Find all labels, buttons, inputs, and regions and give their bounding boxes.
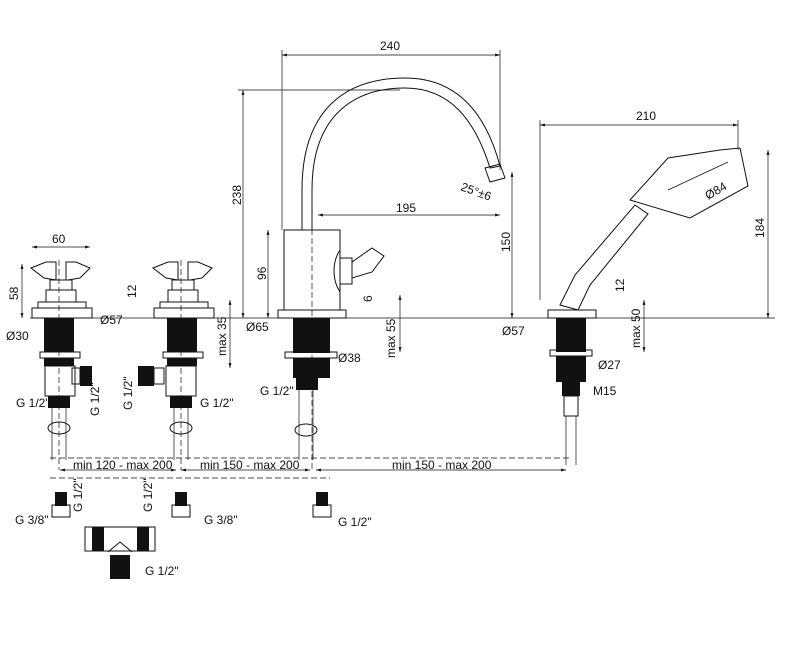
dim-spout-inlet: G 1/2" [260, 384, 294, 398]
dim-handle-height: 58 [7, 286, 21, 300]
tee-connector [51, 492, 332, 579]
dim-spacing-2: min 150 - max 200 [200, 458, 300, 472]
dim-shower-shank-dia: Ø27 [598, 358, 621, 372]
dim-spacing-3: min 150 - max 200 [392, 458, 492, 472]
dim-spout-outlet-height: 150 [499, 232, 513, 252]
dim-valve-shank-dia: Ø30 [6, 329, 29, 343]
dim-shower-base-height: 12 [613, 278, 627, 292]
dim-spout-angle: 25°±6 [459, 180, 494, 204]
dim-hose2-connector: G 3/8" [204, 513, 238, 527]
dim-spout-inner-reach: 195 [396, 201, 416, 215]
dim-shower-flange-dia: Ø57 [502, 324, 525, 338]
dim-valve-flange-dia: Ø57 [100, 313, 123, 327]
dim-lever-offset: 6 [361, 295, 375, 302]
dim-tee-left: G 1/2" [71, 478, 85, 512]
hand-shower [547, 147, 749, 465]
dim-hose3-connector: G 1/2" [338, 515, 372, 529]
dim-shower-height: 184 [753, 218, 767, 238]
spout-mixer [277, 77, 506, 470]
valve-right [138, 260, 215, 470]
dim-tee-bottom: G 1/2" [145, 564, 179, 578]
dim-shower-head-dia: Ø84 [703, 179, 730, 203]
dim-spacing-1: min 120 - max 200 [73, 458, 173, 472]
dimension-lines [20, 50, 770, 472]
dim-spout-reach: 240 [380, 39, 400, 53]
dim-spout-height: 238 [230, 185, 244, 205]
dim-handle-width: 60 [52, 232, 66, 246]
dim-valve2-outlet: G 1/2" [121, 376, 135, 410]
dim-handle-base-height: 12 [125, 284, 139, 298]
dim-valve-max-deck: max 35 [215, 316, 229, 356]
dim-shower-max-deck: max 50 [629, 308, 643, 348]
dim-spout-shank-dia: Ø38 [338, 351, 361, 365]
dim-body-height: 96 [255, 266, 269, 280]
dimension-labels: 240 210 238 195 25°±6 Ø84 150 184 96 6 1… [6, 39, 767, 578]
dim-spout-max-deck: max 55 [384, 318, 398, 358]
dim-spout-flange-dia: Ø65 [246, 320, 269, 334]
dim-valve1-inlet: G 1/2" [16, 396, 50, 410]
dim-hand-shower-reach: 210 [636, 109, 656, 123]
dim-valve1-outlet: G 1/2" [88, 382, 102, 416]
dim-hose1-connector: G 3/8" [15, 513, 49, 527]
dim-shower-thread: M15 [593, 384, 617, 398]
valve-left [29, 260, 93, 470]
dim-tee-right: G 1/2" [141, 478, 155, 512]
dim-valve2-inlet: G 1/2" [200, 396, 234, 410]
